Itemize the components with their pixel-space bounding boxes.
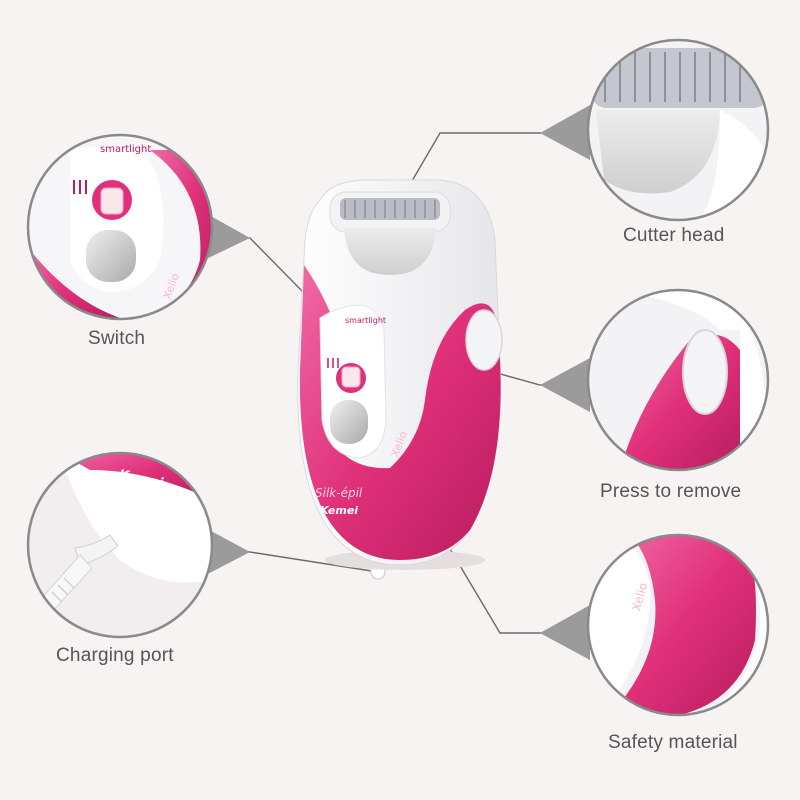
safety-bubble-ring <box>586 533 770 717</box>
grey-button[interactable] <box>330 400 368 444</box>
press-bubble-pointer <box>540 358 590 412</box>
safety-bubble: Xelio <box>540 533 770 717</box>
epilator-device: smartlight Silk-épil Kemei Xelio <box>297 179 503 570</box>
shaving-pad <box>344 228 436 275</box>
speed-indicator-icon <box>327 358 339 368</box>
safety-bubble-pointer <box>540 605 590 660</box>
release-button <box>465 309 503 371</box>
power-switch[interactable] <box>341 366 361 388</box>
charging-bubble: Kemei <box>26 451 250 639</box>
cutter-bubble <box>540 38 770 222</box>
press-bubble-ring <box>586 288 770 472</box>
cutter-head-callout-label: Cutter head <box>623 225 725 246</box>
switch-bubble-ring <box>26 133 214 321</box>
smartlight-label: smartlight <box>345 316 386 325</box>
cutter-bubble-pointer <box>540 105 590 160</box>
switch-bubble-smartlight: smartlight <box>100 144 151 155</box>
switch-bubble: smartlight Xelio <box>26 133 250 321</box>
product-line-label: Silk-épil <box>315 486 363 500</box>
charging-bubble-ring <box>26 451 214 639</box>
press-bubble <box>540 288 770 472</box>
brand-logo: Kemei <box>320 504 358 517</box>
switch-callout-label: Switch <box>88 328 146 349</box>
device-pink-body <box>299 265 501 560</box>
press-to-remove-callout-label: Press to remove <box>600 481 742 502</box>
cutter-teeth <box>344 200 436 218</box>
safety-material-callout-label: Safety material <box>608 732 738 753</box>
cutter-bubble-ring <box>586 38 770 222</box>
charging-port-callout-label: Charging port <box>56 645 174 666</box>
